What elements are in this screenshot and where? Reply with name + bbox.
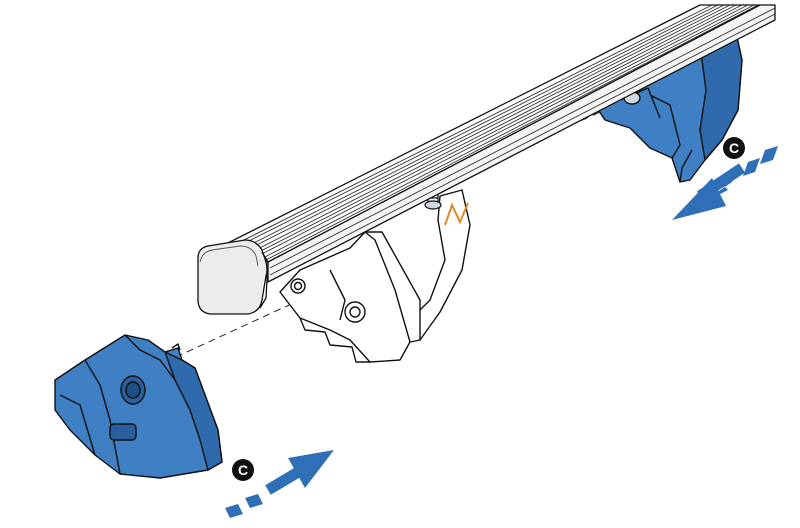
bar-bracket: [279, 189, 471, 363]
callout-upper: C: [723, 137, 745, 159]
roof-bar: [197, 4, 776, 315]
guide-line-left: [164, 299, 301, 363]
arrow-lower: [225, 450, 334, 518]
foot-lower-slot: [109, 423, 137, 441]
bracket-nut-inner: [349, 306, 361, 318]
bracket-bolt-left-inner: [293, 281, 303, 291]
callout-upper-label: C: [729, 140, 739, 156]
callout-lower: C: [232, 459, 254, 481]
arrow-lower-dots: [225, 494, 263, 518]
arrow-upper: [672, 146, 778, 220]
spring: [444, 202, 469, 226]
callout-lower-label: C: [238, 462, 248, 478]
bar-grooves: [223, 4, 776, 276]
arrow-upper-dots: [743, 146, 778, 176]
foot-lower-left: [54, 334, 223, 479]
bar-end-cap: [197, 239, 269, 315]
arrow-lower-head: [288, 450, 334, 488]
